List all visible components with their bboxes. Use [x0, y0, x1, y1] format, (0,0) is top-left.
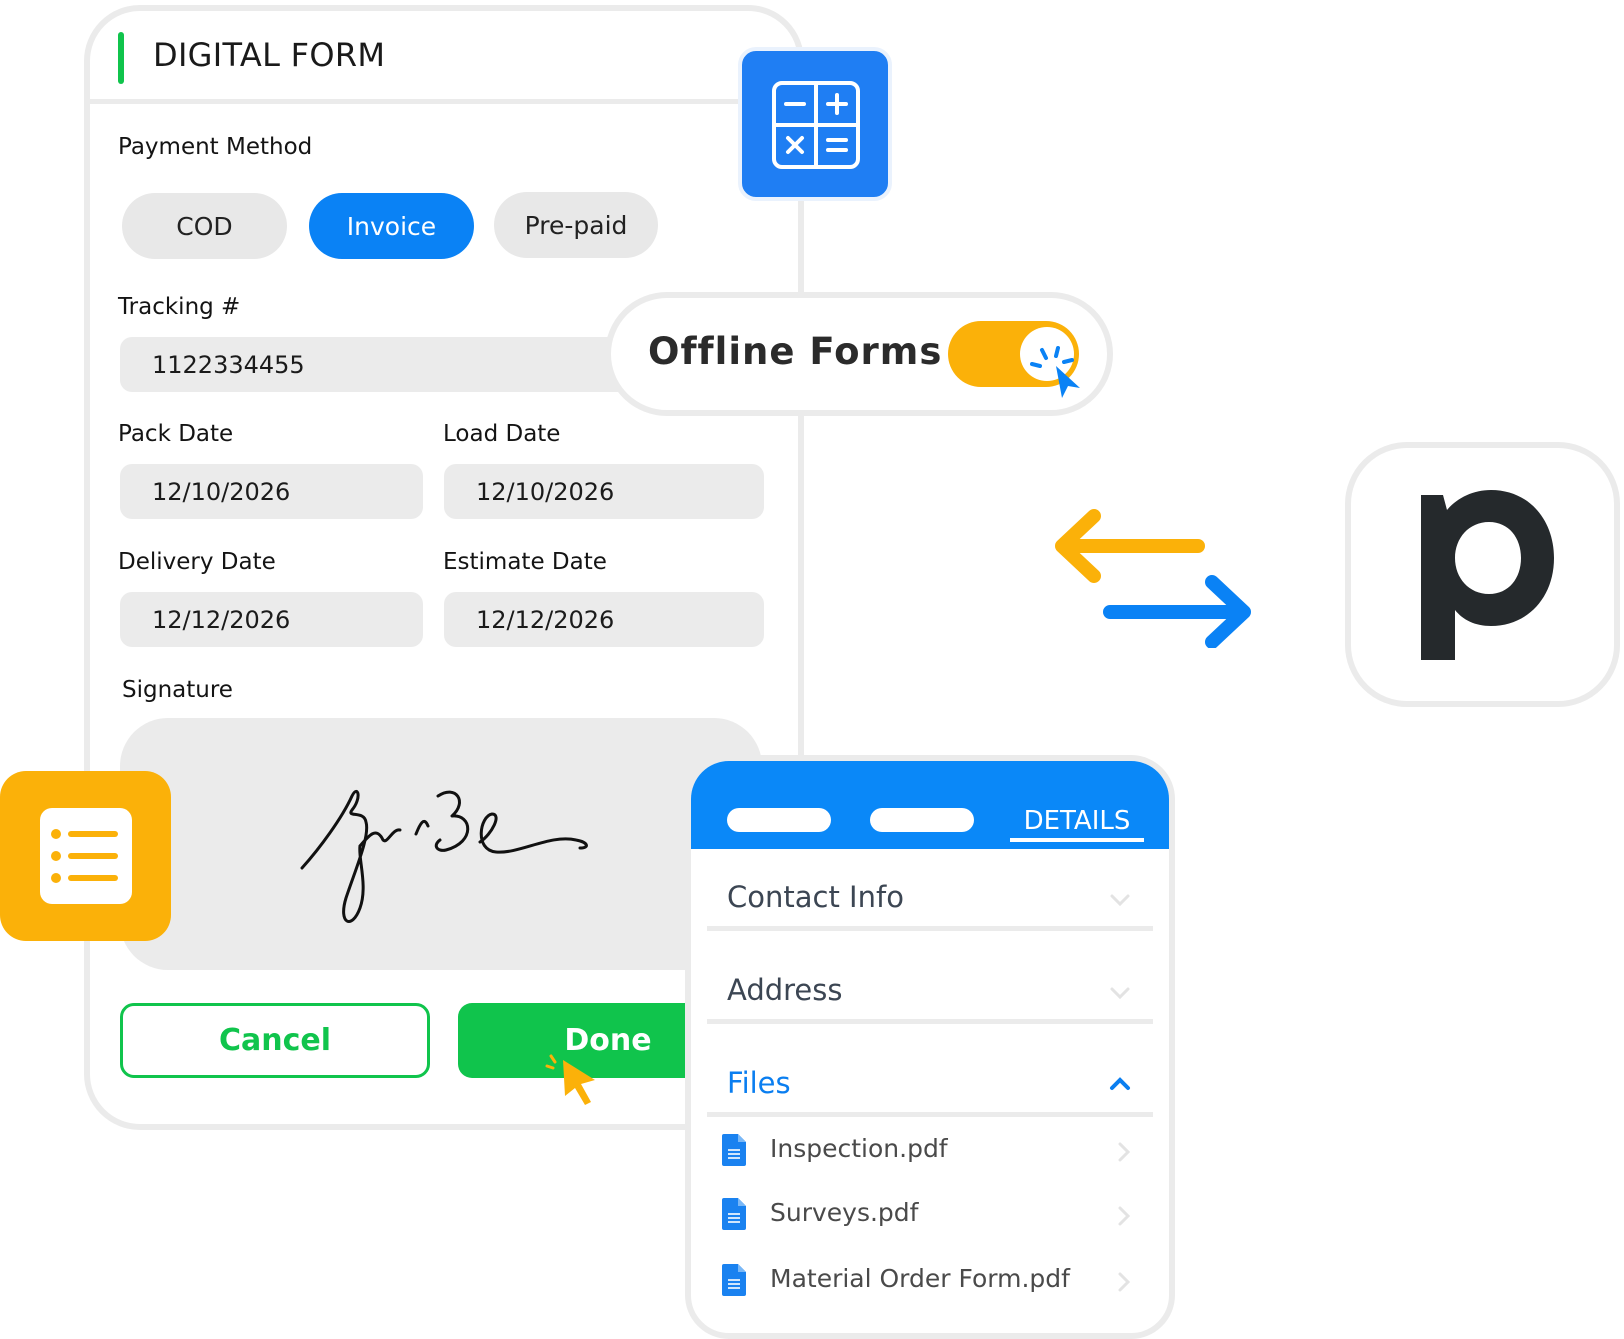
signature-label: Signature — [122, 677, 233, 703]
sync-arrows-icon — [1055, 509, 1251, 648]
details-header — [691, 761, 1169, 849]
calculator-icon — [772, 81, 860, 169]
form-title-accent — [118, 32, 124, 84]
chevron-up-icon[interactable] — [1108, 1072, 1132, 1096]
chevron-right-icon — [1118, 1142, 1131, 1162]
estimate-date-input[interactable]: 12/12/2026 — [444, 592, 764, 647]
file-name: Material Order Form.pdf — [770, 1264, 1070, 1293]
tab-placeholder-1[interactable] — [727, 808, 831, 832]
chevron-right-icon — [1118, 1272, 1131, 1292]
delivery-date-input[interactable]: 12/12/2026 — [120, 592, 423, 647]
pipedrive-logo — [1421, 490, 1554, 660]
pack-date-input[interactable]: 12/10/2026 — [120, 464, 423, 519]
list-icon — [40, 808, 132, 904]
section-address[interactable]: Address — [727, 973, 843, 1007]
form-header-divider — [84, 99, 804, 104]
cancel-button[interactable]: Cancel — [120, 1003, 430, 1078]
tracking-label: Tracking # — [118, 294, 241, 320]
payment-option-invoice[interactable]: Invoice — [309, 193, 474, 259]
payment-option-cod[interactable]: COD — [122, 193, 287, 259]
file-row[interactable]: Material Order Form.pdf — [720, 1262, 1140, 1302]
document-icon — [722, 1198, 746, 1230]
signature-pad[interactable] — [120, 718, 762, 970]
toggle-knob — [1020, 327, 1074, 381]
calculator-tile — [738, 47, 892, 201]
offline-forms-label: Offline Forms — [648, 330, 943, 373]
details-panel — [685, 755, 1175, 1339]
signature-drawing — [300, 789, 588, 923]
load-date-label: Load Date — [443, 421, 561, 447]
estimate-date-label: Estimate Date — [443, 549, 607, 575]
file-row[interactable]: Surveys.pdf — [720, 1196, 1140, 1236]
section-divider — [707, 926, 1153, 931]
section-divider — [707, 1112, 1153, 1117]
tab-placeholder-2[interactable] — [870, 808, 974, 832]
load-date-input[interactable]: 12/10/2026 — [444, 464, 764, 519]
form-title: DIGITAL FORM — [153, 36, 386, 74]
done-button[interactable]: Done — [458, 1003, 698, 1078]
tracking-input[interactable]: 1122334455 — [120, 337, 640, 392]
document-icon — [722, 1264, 746, 1296]
section-divider — [707, 1019, 1153, 1024]
file-name: Surveys.pdf — [770, 1198, 919, 1227]
section-files[interactable]: Files — [727, 1066, 791, 1100]
section-contact-info[interactable]: Contact Info — [727, 880, 904, 914]
cursor-icon — [545, 1054, 595, 1105]
pipedrive-tile — [1345, 442, 1620, 707]
chevron-right-icon — [1118, 1206, 1131, 1226]
chevron-down-icon[interactable] — [1108, 981, 1132, 1005]
payment-method-label: Payment Method — [118, 134, 313, 160]
toggle-cursor-icon — [1030, 346, 1080, 398]
payment-option-prepaid[interactable]: Pre-paid — [494, 192, 658, 258]
tab-details-underline — [1010, 838, 1144, 842]
pack-date-label: Pack Date — [118, 421, 234, 447]
document-icon — [722, 1134, 746, 1166]
delivery-date-label: Delivery Date — [118, 549, 276, 575]
chevron-down-icon[interactable] — [1108, 888, 1132, 912]
file-row[interactable]: Inspection.pdf — [720, 1132, 1140, 1172]
tab-details[interactable]: DETAILS — [1023, 806, 1131, 836]
file-name: Inspection.pdf — [770, 1134, 948, 1163]
